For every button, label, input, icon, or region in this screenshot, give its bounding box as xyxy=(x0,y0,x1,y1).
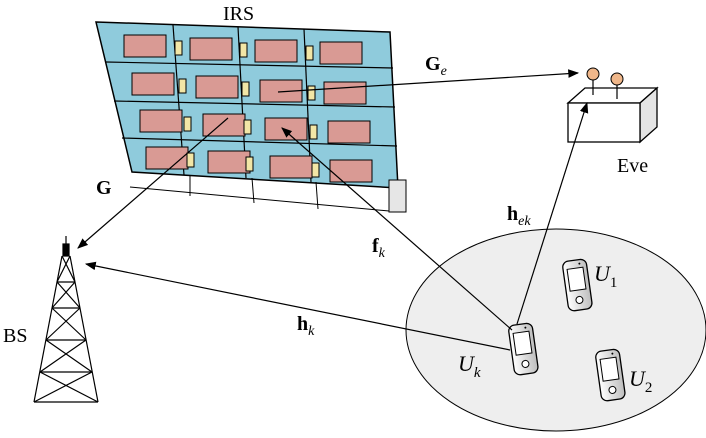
user-2-label: U2 xyxy=(629,366,652,396)
channel-h-ek-arrow xyxy=(516,101,589,325)
user-area xyxy=(405,228,706,432)
user-1-phone xyxy=(562,258,593,312)
channel-h-k-arrow xyxy=(84,261,511,351)
bs-label: BS xyxy=(3,325,27,347)
irs-label: IRS xyxy=(223,3,254,25)
user-k-phone xyxy=(508,322,539,376)
channel-h-ek-label: hek xyxy=(507,203,531,229)
irs-controller xyxy=(388,179,407,213)
channel-G-arrow xyxy=(77,117,229,249)
channel-G-ellipse-arrow xyxy=(277,69,580,93)
user-k-label: Uk xyxy=(458,351,481,381)
channel-f-k-label: fk xyxy=(372,235,386,261)
channel-G-label: G xyxy=(96,177,112,199)
irs-panel xyxy=(95,21,407,213)
bs-tower xyxy=(33,236,99,403)
user-1-label: U1 xyxy=(594,261,617,291)
channel-f-k-arrow xyxy=(281,127,513,331)
channel-G-e-label: Ge xyxy=(425,53,447,79)
eve-antenna-tip xyxy=(610,72,624,86)
user-2-phone xyxy=(595,348,626,402)
eve-node xyxy=(566,67,659,144)
channel-h-k-label: hk xyxy=(297,313,315,339)
eve-label: Eve xyxy=(617,155,648,177)
eve-antenna-tip xyxy=(586,67,600,81)
